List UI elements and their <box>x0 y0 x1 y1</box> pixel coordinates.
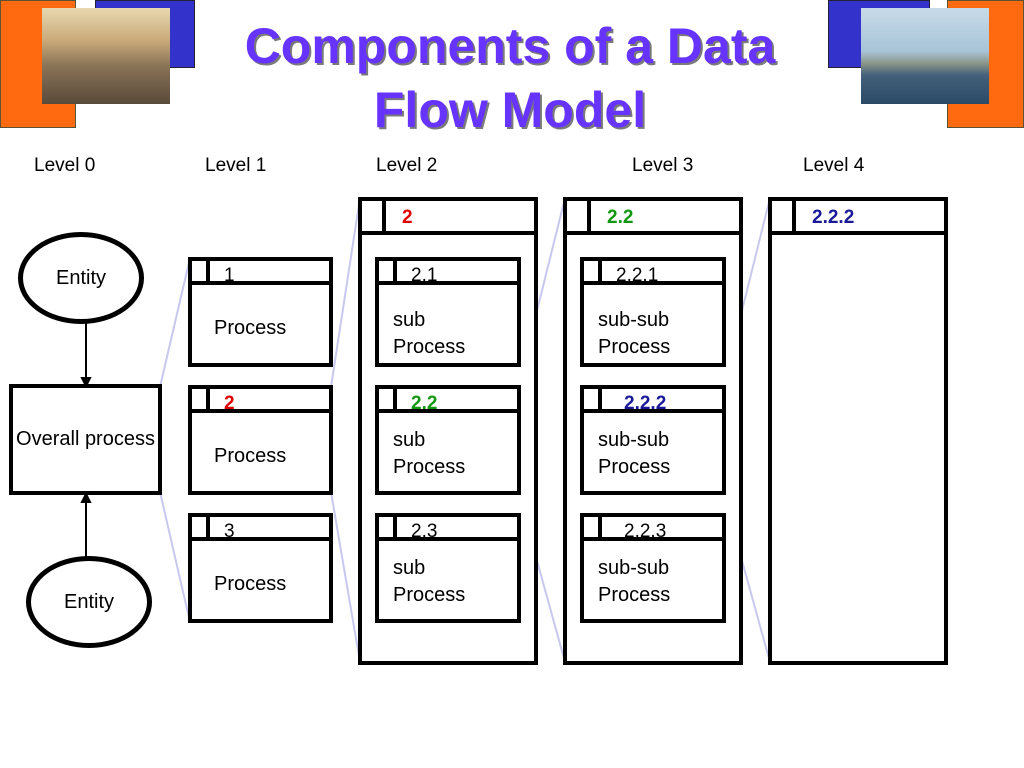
level1-process-3: 3 Process <box>188 513 333 623</box>
entity-top: Entity <box>18 232 144 324</box>
level3-subsubprocess-2: 2.2.2 sub-sub Process <box>580 385 726 495</box>
level4-container: 2.2.2 <box>768 197 948 665</box>
level3-subsubprocess-3: 2.2.3 sub-sub Process <box>580 513 726 623</box>
overall-process-box: Overall process <box>9 384 162 495</box>
level-label-3: Level 3 <box>632 155 694 176</box>
level2-subprocess-1-num: 2.1 <box>411 265 438 286</box>
level3-subsubprocess-1-label: sub-sub Process <box>598 309 671 358</box>
level1-process-1-label: Process <box>214 317 287 339</box>
level2-subprocess-1: 2.1 sub Process <box>375 257 521 367</box>
level3-header-num: 2.2 <box>607 207 634 228</box>
entity-bottom-label: Entity <box>63 590 115 613</box>
photo-office <box>42 8 170 104</box>
level3-subsubprocess-3-label: sub-sub Process <box>598 557 671 606</box>
level2-header-num: 2 <box>402 207 413 228</box>
level1-process-3-label: Process <box>214 573 287 595</box>
page-title: Components of a Data Flow Model <box>244 18 776 138</box>
level-label-4: Level 4 <box>803 155 865 176</box>
level3-subsubprocess-2-label: sub-sub Process <box>598 429 671 478</box>
level2-subprocess-2-label: sub Process <box>393 429 466 478</box>
photo-harbor <box>861 8 989 104</box>
level3-subsubprocess-1: 2.2.1 sub-sub Process <box>580 257 726 367</box>
level2-subprocess-3: 2.3 sub Process <box>375 513 521 623</box>
level2-subprocess-2: 2.2 sub Process <box>375 385 521 495</box>
level-label-2: Level 2 <box>376 155 438 176</box>
level3-subsubprocess-1-num: 2.2.1 <box>616 265 659 286</box>
level-label-1: Level 1 <box>205 155 267 176</box>
level2-subprocess-3-num: 2.3 <box>411 521 438 542</box>
entity-top-label: Entity <box>55 266 107 289</box>
level1-process-3-num: 3 <box>224 521 235 542</box>
level3-subsubprocess-2-num: 2.2.2 <box>624 393 667 414</box>
overall-process-label: Overall process <box>16 428 155 450</box>
level-label-0: Level 0 <box>34 155 96 176</box>
level3-subsubprocess-3-num: 2.2.3 <box>624 521 667 542</box>
level2-subprocess-2-num: 2.2 <box>411 393 438 414</box>
level1-process-1-num: 1 <box>224 265 235 286</box>
level2-subprocess-1-label: sub Process <box>393 309 466 358</box>
level1-process-1: 1 Process <box>188 257 333 367</box>
level4-header-num: 2.2.2 <box>812 207 855 228</box>
entity-bottom: Entity <box>26 556 152 648</box>
level1-process-2-num: 2 <box>224 393 235 414</box>
level1-process-2-label: Process <box>214 445 287 467</box>
level1-process-2: 2 Process <box>188 385 333 495</box>
level2-subprocess-3-label: sub Process <box>393 557 466 606</box>
